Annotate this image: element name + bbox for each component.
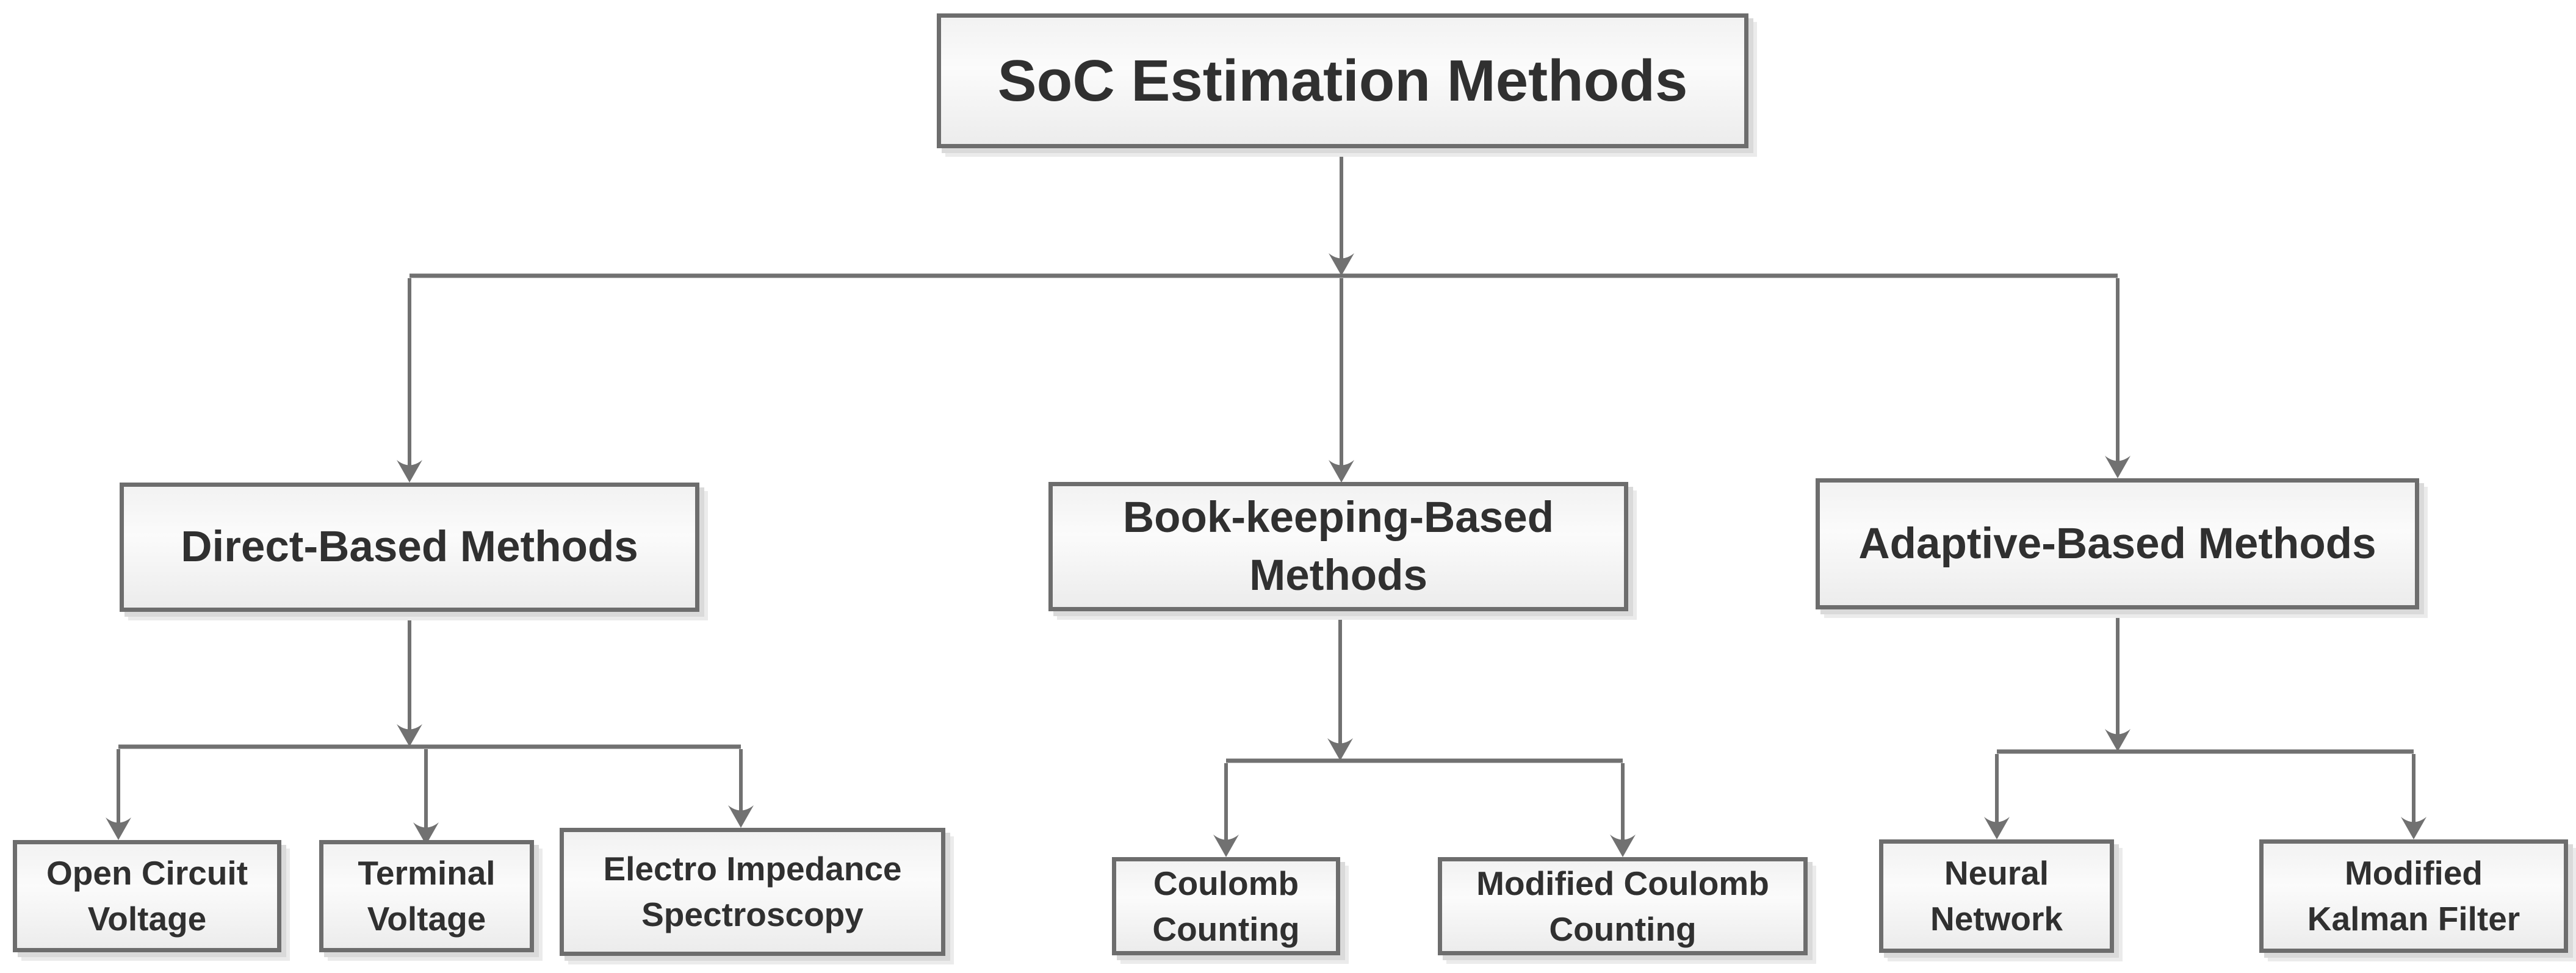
node-book-keeping-based-methods-label-line1: Book-keeping-Based	[1122, 493, 1554, 542]
arrowhead-modified-coulomb-counting	[1610, 835, 1636, 857]
connector-bookkeeping-to-children	[1213, 611, 1636, 857]
node-book-keeping-based-methods-label-line2: Methods	[1249, 551, 1427, 600]
arrowhead-terminal-voltage	[413, 822, 439, 845]
node-open-circuit-voltage-label-line2: Voltage	[87, 900, 207, 938]
node-coulomb-counting: Coulomb Counting	[1112, 857, 1340, 955]
arrowhead-bookkeeping-junction	[1327, 738, 1353, 761]
node-neural-network-label-line2: Network	[1930, 900, 2063, 938]
arrowhead-open-circuit-voltage	[106, 817, 131, 840]
node-soc-estimation-methods: SoC Estimation Methods	[937, 13, 1748, 148]
node-coulomb-counting-label-line1: Coulomb	[1153, 864, 1299, 902]
arrowhead-modified-kalman-filter	[2401, 817, 2426, 839]
node-soc-estimation-methods-label: SoC Estimation Methods	[997, 48, 1688, 113]
arrowhead-direct-junction	[397, 724, 422, 747]
arrowhead-neural-network	[1984, 817, 2010, 839]
arrowhead-book-keeping	[1329, 460, 1354, 483]
node-adaptive-based-methods-label: Adaptive-Based Methods	[1858, 519, 2376, 568]
node-modified-coulomb-counting-label-line1: Modified Coulomb	[1476, 864, 1769, 902]
arrowhead-direct-based	[397, 460, 422, 483]
node-open-circuit-voltage-label-line1: Open Circuit	[46, 854, 248, 892]
node-electro-impedance-spectroscopy: Electro Impedance Spectroscopy	[560, 828, 945, 956]
node-direct-based-methods-label: Direct-Based Methods	[181, 523, 638, 572]
arrowhead-electro-impedance	[728, 805, 754, 828]
arrowhead-root-junction	[1329, 253, 1354, 276]
node-neural-network: Neural Network	[1879, 839, 2114, 953]
node-book-keeping-based-methods: Book-keeping-Based Methods	[1048, 482, 1628, 611]
connector-root-to-level2	[397, 148, 2130, 483]
node-electro-impedance-spectroscopy-label-line2: Spectroscopy	[641, 896, 864, 933]
connector-adaptive-to-children	[1984, 609, 2426, 839]
node-terminal-voltage-label-line1: Terminal	[358, 854, 496, 892]
node-neural-network-label-line1: Neural	[1944, 854, 2049, 892]
node-modified-kalman-filter-label-line1: Modified	[2344, 854, 2483, 892]
node-modified-kalman-filter: Modified Kalman Filter	[2259, 839, 2568, 953]
node-open-circuit-voltage: Open Circuit Voltage	[13, 840, 281, 952]
node-coulomb-counting-label-line2: Counting	[1152, 910, 1300, 948]
node-adaptive-based-methods: Adaptive-Based Methods	[1816, 478, 2419, 609]
node-direct-based-methods: Direct-Based Methods	[120, 483, 699, 612]
arrowhead-coulomb-counting	[1213, 835, 1239, 857]
node-modified-kalman-filter-label-line2: Kalman Filter	[2307, 900, 2520, 938]
node-terminal-voltage: Terminal Voltage	[319, 840, 534, 952]
node-terminal-voltage-label-line2: Voltage	[367, 900, 486, 938]
arrowhead-adaptive-based	[2105, 456, 2130, 478]
arrowhead-adaptive-junction	[2105, 729, 2130, 752]
connector-direct-to-children	[106, 612, 754, 845]
node-modified-coulomb-counting: Modified Coulomb Counting	[1438, 857, 1808, 955]
node-modified-coulomb-counting-label-line2: Counting	[1549, 910, 1697, 948]
node-electro-impedance-spectroscopy-label-line1: Electro Impedance	[603, 850, 902, 888]
